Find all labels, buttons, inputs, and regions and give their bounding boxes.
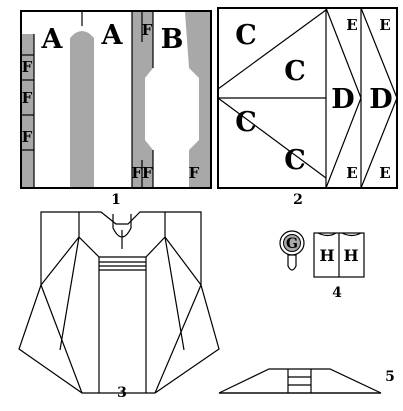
label-d: D	[331, 84, 354, 115]
panel-number: 1	[111, 192, 121, 208]
label-e: E	[346, 164, 357, 182]
label-h: H	[343, 246, 358, 265]
label-f: F	[22, 128, 33, 146]
panel-3-robe-outline	[18, 211, 220, 394]
brooch-inner	[283, 234, 301, 252]
panel-3-line	[164, 236, 202, 286]
panel-2-line	[217, 9, 327, 90]
book-page-curve	[317, 232, 337, 237]
label-a: A	[101, 20, 124, 51]
label-e: E	[346, 16, 357, 34]
panel-number: 4	[332, 285, 342, 301]
panel-3-line	[164, 236, 185, 351]
label-f: F	[22, 89, 33, 107]
label-g: G	[286, 236, 298, 252]
label-d: D	[369, 84, 392, 115]
label-c: C	[235, 107, 257, 138]
label-e: E	[379, 16, 390, 34]
panel-2-line	[325, 7, 362, 189]
label-f: F	[189, 164, 200, 182]
panel-1-center-strip	[70, 31, 94, 187]
label-c: C	[235, 20, 257, 51]
panel-1-frame	[20, 10, 212, 189]
label-ff: FF	[131, 164, 153, 182]
label-c: C	[284, 145, 306, 176]
brooch-pin	[287, 254, 297, 271]
label-a: A	[41, 24, 64, 55]
label-h: H	[319, 246, 334, 265]
label-c: C	[284, 56, 306, 87]
label-f: F	[22, 58, 33, 76]
panel-5: 5	[218, 368, 395, 394]
panel-5-outline	[218, 368, 382, 394]
panel-1-left-strip	[21, 34, 34, 187]
panel-number: 3	[117, 385, 127, 401]
panel-2-line	[217, 97, 327, 179]
panel-3-line	[78, 212, 100, 258]
panel-1-far-right-strip	[185, 12, 210, 187]
panel-3-line	[154, 284, 202, 394]
label-e: E	[379, 164, 390, 182]
book-page-curve	[341, 232, 362, 237]
label-f: F	[142, 21, 153, 39]
panel-2-line	[360, 7, 398, 189]
panel-1: A A B F F F F FF F 1	[20, 10, 212, 208]
panel-3-line	[59, 236, 80, 351]
panel-3: 3	[18, 211, 220, 401]
panel-3-line	[145, 212, 166, 258]
label-b: B	[161, 24, 184, 55]
panel-4: G H H 4	[279, 230, 365, 301]
panel-2: C C C C D D E E E E 2	[217, 7, 398, 208]
panel-3-line	[40, 236, 80, 286]
panel-number: 2	[293, 192, 303, 208]
panel-number: 5	[385, 369, 395, 385]
panel-1-right-notched-strip	[132, 12, 153, 187]
